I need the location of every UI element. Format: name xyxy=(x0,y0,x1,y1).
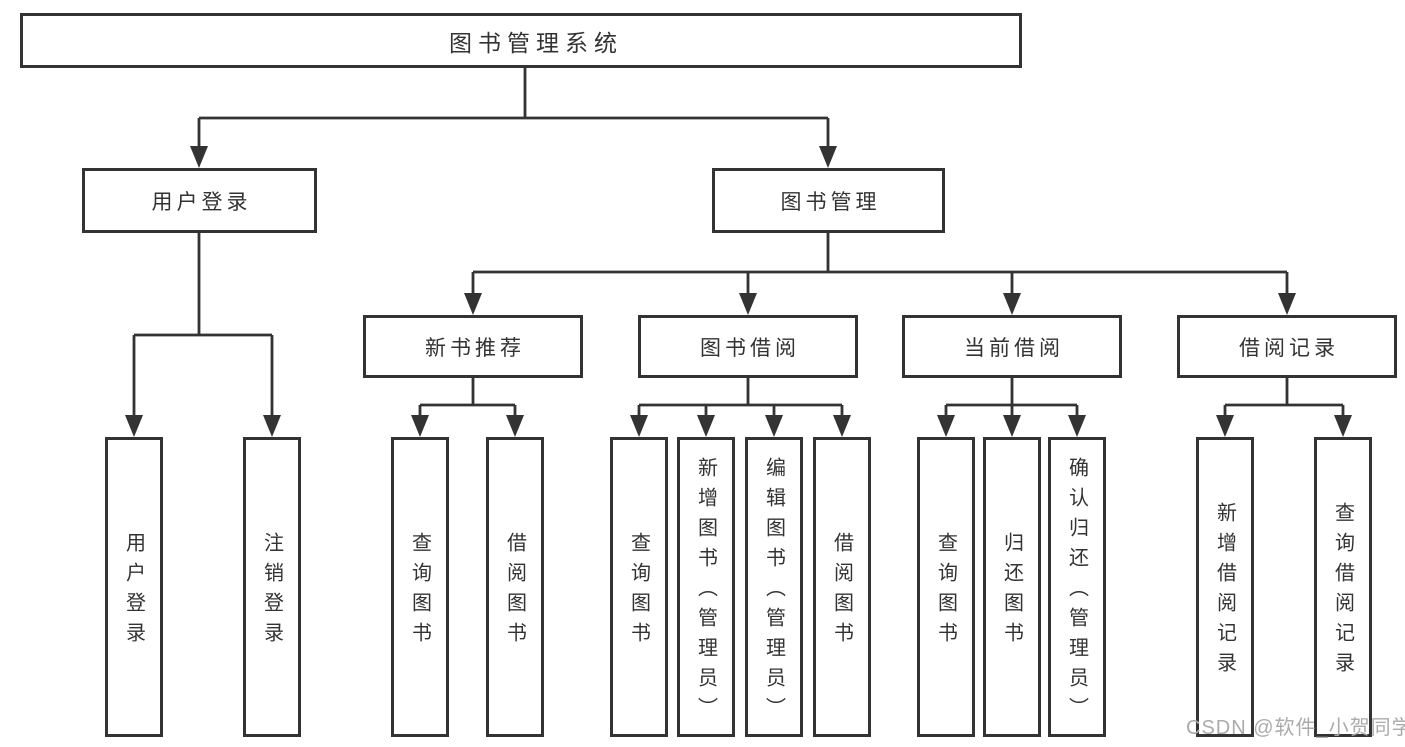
node-user-login: 用户登录 xyxy=(82,168,317,233)
leaf-label: 用户登录 xyxy=(122,532,145,652)
leaf-label: 借阅图书 xyxy=(503,532,526,652)
leaf-edit-book-admin: 编辑图书（管理员） xyxy=(745,437,803,737)
leaf-label: 查询借阅记录 xyxy=(1331,502,1354,682)
leaf-query-books-current: 查询图书 xyxy=(917,437,975,737)
watermark: CSDN @软件_小贺同学 xyxy=(1186,717,1405,739)
leaf-label: 归还图书 xyxy=(1000,532,1023,652)
leaf-label: 新增借阅记录 xyxy=(1213,502,1236,682)
leaf-user-login: 用户登录 xyxy=(105,437,163,737)
leaf-label: 确认归还（管理员） xyxy=(1065,457,1088,727)
node-new-book-recommend: 新书推荐 xyxy=(363,315,583,378)
leaf-borrow-books-recommend: 借阅图书 xyxy=(486,437,544,737)
node-current-borrow: 当前借阅 xyxy=(902,315,1122,378)
leaf-label: 注销登录 xyxy=(260,532,283,652)
node-book-management: 图书管理 xyxy=(712,168,945,233)
leaf-return-book: 归还图书 xyxy=(983,437,1041,737)
leaf-label: 查询图书 xyxy=(934,532,957,652)
leaf-label: 新增图书（管理员） xyxy=(694,457,717,727)
node-borrow-records: 借阅记录 xyxy=(1177,315,1397,378)
leaf-add-book-admin: 新增图书（管理员） xyxy=(677,437,735,737)
node-library-system: 图书管理系统 xyxy=(20,13,1022,68)
leaf-query-borrow-record: 查询借阅记录 xyxy=(1314,437,1372,737)
leaf-query-books-borrow: 查询图书 xyxy=(610,437,668,737)
leaf-confirm-return-admin: 确认归还（管理员） xyxy=(1048,437,1106,737)
leaf-label: 借阅图书 xyxy=(830,532,853,652)
leaf-query-books-recommend: 查询图书 xyxy=(391,437,449,737)
leaf-label: 编辑图书（管理员） xyxy=(762,457,785,727)
node-book-borrow: 图书借阅 xyxy=(638,315,858,378)
leaf-label: 查询图书 xyxy=(408,532,431,652)
leaf-borrow-books: 借阅图书 xyxy=(813,437,871,737)
leaf-logout: 注销登录 xyxy=(243,437,301,737)
leaf-add-borrow-record: 新增借阅记录 xyxy=(1196,437,1254,737)
leaf-label: 查询图书 xyxy=(627,532,650,652)
